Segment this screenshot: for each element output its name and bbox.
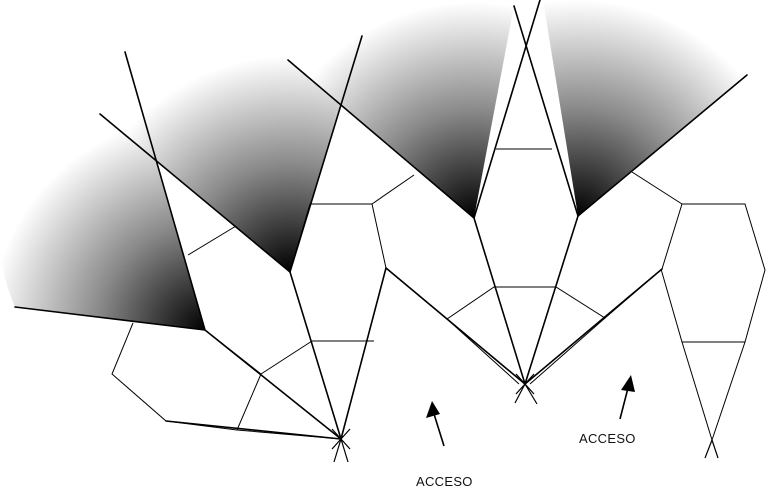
ray-6a [473,217,526,385]
partition-c3 [529,317,606,385]
ray-5c [289,271,342,440]
ray-3a [287,59,475,219]
access-label-right: ACCESO [579,431,636,446]
shaded-sectors [0,0,747,330]
arrow-up-icon [426,401,445,447]
shade-sector-4 [543,0,747,216]
shade-sector-2 [100,24,362,272]
ray-6d [524,268,663,385]
ray-3b [473,0,541,219]
ray-2a [99,113,291,273]
shade-sector-3 [288,0,514,218]
convergence-marks [331,373,719,463]
partition-left-1 [236,373,262,431]
ray-4a [513,5,579,217]
ray-5d [340,267,387,440]
outline-left-cell [111,322,342,440]
outline-hex-c [371,203,766,343]
partition-a [187,225,237,256]
ray-6b [524,215,579,385]
funnel-right-left [681,341,713,441]
arrow-up-icon [619,375,635,420]
shade-sector-1 [0,52,205,330]
partition-right-top [631,171,683,205]
ray-lines [14,0,748,440]
ray-2b [289,35,363,273]
ray-6c [385,267,526,385]
ray-4b [577,74,748,217]
ray-1a [14,306,206,331]
partition-left-3 [260,340,313,375]
ray-5b [204,329,342,440]
ray-1b [124,51,206,331]
funnel-right-right [711,341,746,441]
access-label-center: ACCESO [416,474,473,489]
ray-5a [165,420,342,440]
